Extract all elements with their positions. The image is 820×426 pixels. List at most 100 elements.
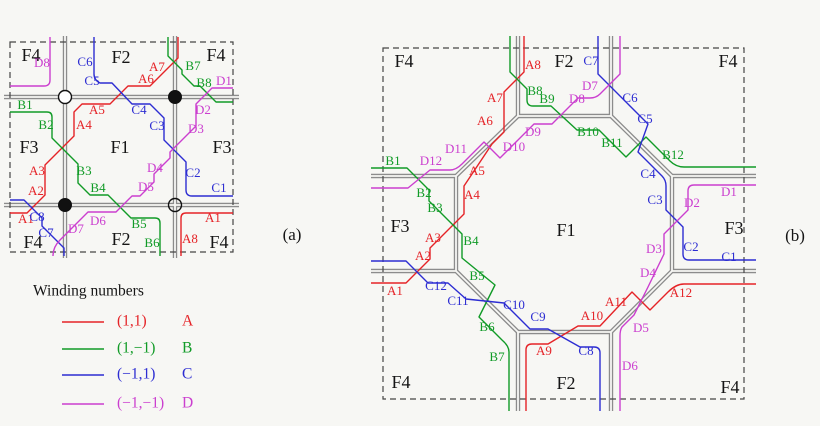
curve-label-B8: B8 bbox=[527, 83, 542, 98]
unit-cell-border-a bbox=[9, 41, 234, 253]
curve-label-B1: B1 bbox=[17, 97, 32, 112]
curve-label-B3: B3 bbox=[427, 200, 442, 215]
curve-label-D1: D1 bbox=[216, 73, 232, 88]
region-label-F3: F3 bbox=[19, 137, 38, 157]
curve-label-D4: D4 bbox=[640, 265, 656, 280]
curve-label-A7: A7 bbox=[487, 90, 503, 105]
filled-vertex-icon bbox=[58, 198, 72, 212]
curve-label-D8: D8 bbox=[569, 91, 585, 106]
curve-label-B1: B1 bbox=[385, 153, 400, 168]
curve-label-B5: B5 bbox=[469, 268, 484, 283]
region-label-F2: F2 bbox=[556, 373, 575, 393]
legend-letter-B: B bbox=[182, 340, 192, 357]
curve-label-C2: C2 bbox=[683, 239, 698, 254]
curve-label-C8: C8 bbox=[29, 209, 44, 224]
curve-label-A3: A3 bbox=[425, 230, 441, 245]
lattice-rails-a bbox=[4, 36, 239, 258]
curve-label-C1: C1 bbox=[721, 249, 736, 264]
curve-label-B9: B9 bbox=[539, 91, 554, 106]
curve-label-A2: A2 bbox=[415, 248, 431, 263]
curve-label-D4: D4 bbox=[147, 160, 163, 175]
lattice-rails-b bbox=[371, 36, 756, 411]
region-label-F4: F4 bbox=[209, 232, 228, 252]
region-label-F2: F2 bbox=[111, 229, 130, 249]
curve-label-A6: A6 bbox=[477, 113, 493, 128]
curve-label-B8: B8 bbox=[196, 75, 211, 90]
region-label-F3: F3 bbox=[724, 218, 743, 238]
region-label-F1: F1 bbox=[556, 220, 575, 240]
region-label-F2: F2 bbox=[111, 47, 130, 67]
curve-A-path-2 bbox=[180, 212, 233, 256]
curve-label-B4: B4 bbox=[90, 180, 106, 195]
curve-D-path-2 bbox=[52, 87, 233, 257]
caption-b: (b) bbox=[785, 226, 805, 245]
curve-A-path-2 bbox=[525, 283, 756, 411]
curve-label-A8: A8 bbox=[182, 231, 198, 246]
curve-D-path-1 bbox=[10, 37, 51, 87]
curve-label-C7: C7 bbox=[583, 53, 599, 68]
legend-title: Winding numbers bbox=[33, 283, 144, 300]
open-crossed-vertex-icon bbox=[167, 197, 183, 213]
curve-label-C6: C6 bbox=[77, 54, 93, 69]
legend-letter-C: C bbox=[182, 366, 192, 383]
curve-B-path-1 bbox=[371, 167, 510, 411]
legend-letter-D: D bbox=[182, 395, 193, 412]
curve-label-B2: B2 bbox=[38, 117, 53, 132]
curve-label-A9: A9 bbox=[536, 343, 552, 358]
curve-label-A8: A8 bbox=[525, 57, 541, 72]
curve-label-B12: B12 bbox=[662, 147, 684, 162]
curve-label-D3: D3 bbox=[188, 121, 204, 136]
curve-label-B3: B3 bbox=[76, 163, 91, 178]
curve-label-A1: A1 bbox=[205, 210, 221, 225]
curve-label-C11: C11 bbox=[447, 293, 468, 308]
curve-label-D5: D5 bbox=[633, 320, 649, 335]
curve-label-C2: C2 bbox=[185, 165, 200, 180]
curve-label-C3: C3 bbox=[149, 118, 164, 133]
curve-C-path-2 bbox=[371, 260, 601, 411]
curve-label-B11: B11 bbox=[601, 135, 622, 150]
unit-cell-border-b bbox=[382, 47, 745, 400]
region-label-F4: F4 bbox=[718, 51, 737, 71]
curve-label-D1: D1 bbox=[721, 184, 737, 199]
region-label-F4: F4 bbox=[391, 372, 410, 392]
filled-vertex-icon bbox=[168, 90, 182, 104]
curve-B-path-1 bbox=[10, 111, 161, 256]
curve-label-B6: B6 bbox=[144, 235, 160, 250]
region-label-F2: F2 bbox=[554, 51, 573, 71]
curve-label-D7: D7 bbox=[68, 221, 84, 236]
curve-label-C3: C3 bbox=[647, 192, 662, 207]
curve-label-A10: A10 bbox=[581, 308, 603, 323]
legend-winding-D: (−1,−1) bbox=[117, 395, 164, 412]
region-label-F3: F3 bbox=[390, 216, 409, 236]
curve-label-D8: D8 bbox=[34, 55, 50, 70]
region-label-F4: F4 bbox=[206, 45, 225, 65]
curve-C-path-1 bbox=[597, 36, 756, 261]
curve-label-D5: D5 bbox=[138, 179, 154, 194]
curve-label-A2: A2 bbox=[28, 183, 44, 198]
region-label-F4: F4 bbox=[23, 232, 42, 252]
curve-label-D6: D6 bbox=[90, 213, 106, 228]
region-label-F3: F3 bbox=[212, 137, 231, 157]
curve-label-A4: A4 bbox=[464, 187, 480, 202]
curve-label-D2: D2 bbox=[195, 102, 211, 117]
region-label-F4: F4 bbox=[21, 45, 40, 65]
curve-label-C7: C7 bbox=[38, 225, 54, 240]
vertex-markers-a bbox=[57, 89, 183, 213]
curve-label-B6: B6 bbox=[479, 319, 495, 334]
open-vertex-icon bbox=[57, 89, 73, 105]
legend-letter-A: A bbox=[182, 313, 194, 330]
winding-curves-b bbox=[371, 36, 756, 411]
curve-label-B2: B2 bbox=[416, 185, 431, 200]
curve-label-C8: C8 bbox=[578, 343, 593, 358]
curve-label-C12: C12 bbox=[425, 278, 447, 293]
curve-label-A11: A11 bbox=[605, 294, 627, 309]
curve-label-D7: D7 bbox=[582, 78, 598, 93]
caption-a: (a) bbox=[283, 225, 302, 244]
legend-winding-C: (−1,1) bbox=[117, 366, 155, 383]
curve-label-B10: B10 bbox=[577, 124, 599, 139]
curve-D-path-1 bbox=[619, 184, 756, 411]
legend-winding-A: (1,1) bbox=[117, 313, 147, 330]
curve-label-C4: C4 bbox=[131, 102, 147, 117]
